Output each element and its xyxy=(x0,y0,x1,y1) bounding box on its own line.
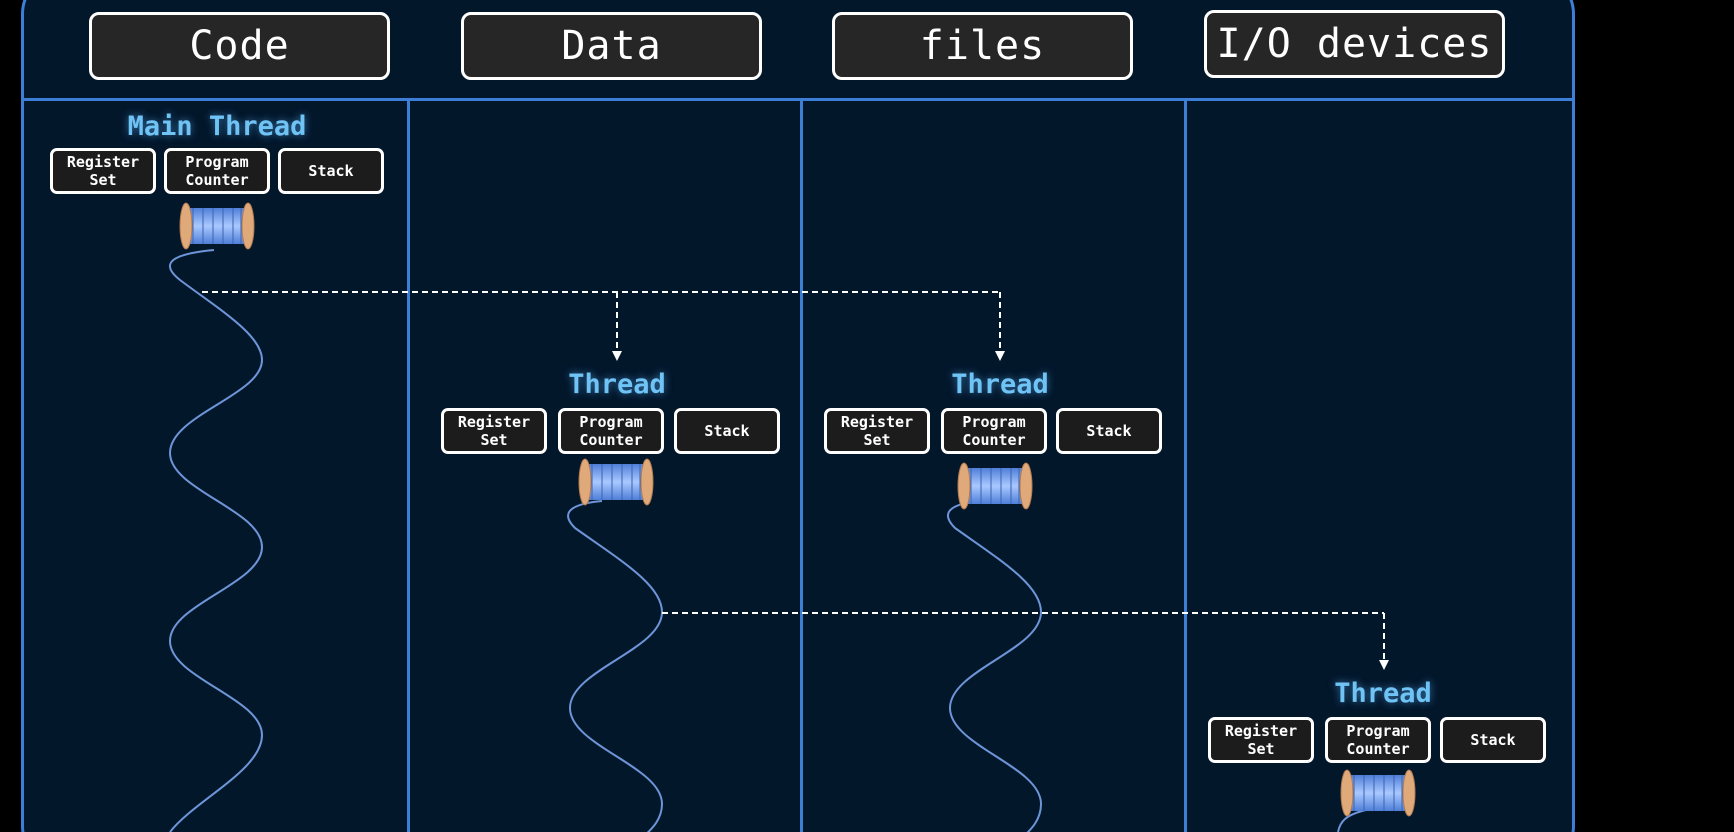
thread-3-stack: Stack xyxy=(1056,408,1162,454)
process-frame xyxy=(21,0,1575,832)
thread-4-program-counter: Program Counter xyxy=(1325,717,1431,763)
resource-code: Code xyxy=(89,12,390,80)
main-thread-title: Main Thread xyxy=(127,111,307,142)
resource-data: Data xyxy=(461,12,762,80)
thread-2-program-counter: Program Counter xyxy=(558,408,664,454)
thread-3-line xyxy=(947,500,1043,832)
thread-2-line xyxy=(567,500,664,832)
column-divider xyxy=(407,100,410,832)
thread-4-line xyxy=(1337,809,1367,832)
thread-2-register-set: Register Set xyxy=(441,408,547,454)
thread-3-register-set: Register Set xyxy=(824,408,930,454)
resource-io-devices: I/O devices xyxy=(1204,10,1505,78)
thread-4-stack: Stack xyxy=(1440,717,1546,763)
resource-files: files xyxy=(832,12,1133,80)
spawn-connector-2 xyxy=(662,612,1389,670)
main-thread-stack: Stack xyxy=(278,148,384,194)
thread-4-title: Thread xyxy=(1334,678,1432,709)
spool-icon xyxy=(1340,769,1416,817)
thread-2-title: Thread xyxy=(568,369,666,400)
column-divider xyxy=(800,100,803,832)
main-thread-line xyxy=(168,249,264,832)
thread-4-register-set: Register Set xyxy=(1208,717,1314,763)
main-thread-program-counter: Program Counter xyxy=(164,148,270,194)
spool-icon xyxy=(179,202,255,250)
column-divider xyxy=(1184,100,1187,832)
thread-2-stack: Stack xyxy=(674,408,780,454)
main-thread-register-set: Register Set xyxy=(50,148,156,194)
spool-icon xyxy=(578,458,654,506)
spawn-connector-1 xyxy=(202,291,1005,361)
thread-3-title: Thread xyxy=(951,369,1049,400)
thread-3-program-counter: Program Counter xyxy=(941,408,1047,454)
header-separator xyxy=(21,98,1575,101)
spool-icon xyxy=(957,462,1033,510)
